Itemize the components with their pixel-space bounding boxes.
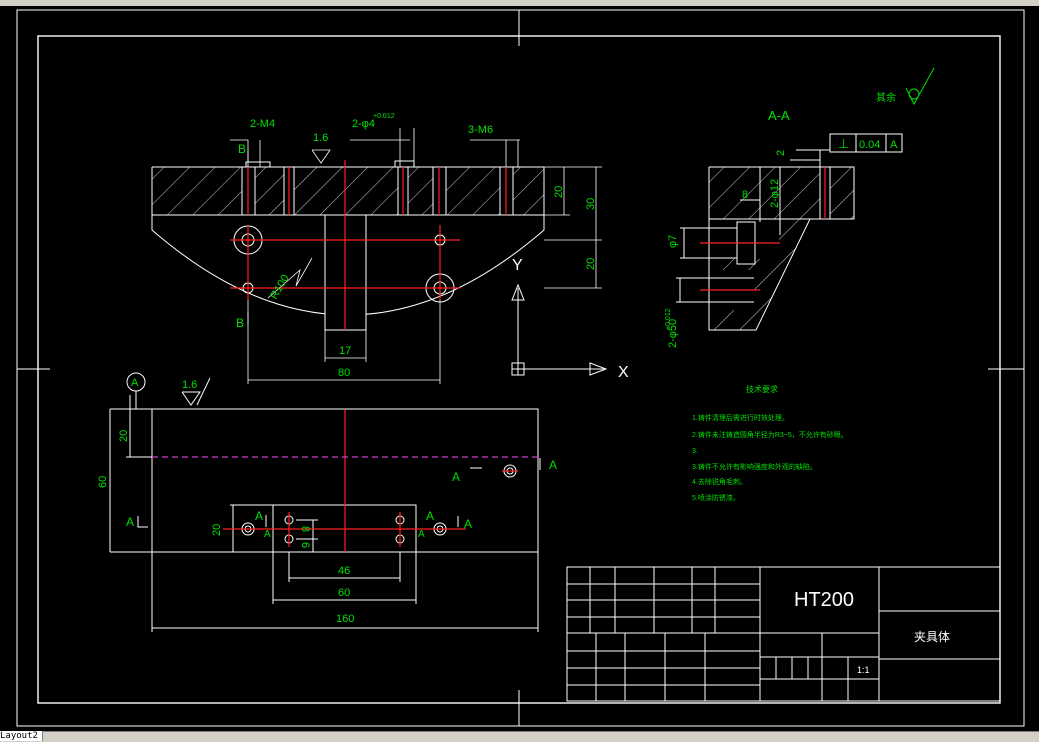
dim-2: 2 bbox=[775, 150, 787, 156]
section-mark-mid-right: A bbox=[464, 517, 472, 531]
top-view-hatch bbox=[152, 167, 544, 215]
dim-2phi4: 2-φ4 bbox=[352, 118, 375, 130]
tolerance-datum: A bbox=[890, 139, 898, 151]
dim-front-8: 8 bbox=[299, 526, 311, 532]
section-mark-a1: A bbox=[255, 509, 263, 523]
label-b-top: B bbox=[238, 142, 246, 156]
part-name: 夹具体 bbox=[914, 630, 950, 644]
ucs-x-label: X bbox=[618, 364, 629, 381]
dim-20b: 20 bbox=[585, 258, 597, 270]
dim-2phi12: 2-φ12 bbox=[769, 179, 781, 208]
dim-r100: R100 bbox=[268, 273, 292, 302]
dim-8: 8 bbox=[742, 189, 748, 201]
tolerance-symbol: ⊥ bbox=[838, 136, 849, 151]
dim-30: 30 bbox=[585, 198, 597, 210]
ucs-y-label: Y bbox=[512, 257, 523, 274]
tab-layout2[interactable]: Layout2 bbox=[0, 731, 43, 741]
section-mark-a4: A bbox=[418, 529, 425, 540]
front-view: A 1.6 20 60 20 8 6 46 60 160 A A A A A A… bbox=[97, 372, 557, 632]
dim-front-60: 60 bbox=[338, 587, 350, 599]
roughness-front: 1.6 bbox=[182, 379, 197, 391]
dim-front-20b: 20 bbox=[211, 524, 223, 536]
section-mark-left: A bbox=[126, 515, 134, 529]
dim-3m6: 3-M6 bbox=[468, 124, 493, 136]
section-mark-right: A bbox=[549, 458, 557, 472]
technical-notes: 技术要求 1.铸件清理后需进行时效处理。 2.铸件未注铸造圆角半径为R3~5，不… bbox=[692, 384, 848, 502]
section-mark-a2: A bbox=[264, 529, 271, 540]
drawing-canvas[interactable]: 2-M4 2-φ4 +0.012 3-M6 1.6 B B 20 30 20 R… bbox=[0, 6, 1039, 731]
dim-front-46: 46 bbox=[338, 565, 350, 577]
dim-2phi50: 2-φ50 bbox=[667, 319, 679, 348]
ucs-icon bbox=[511, 283, 608, 376]
material-label: HT200 bbox=[794, 589, 854, 611]
scale-label: 1:1 bbox=[857, 665, 870, 675]
note-item: 4.去除锐角毛刺。 bbox=[692, 477, 747, 486]
section-mark-mid-left: A bbox=[452, 470, 460, 484]
note-item: 3. bbox=[692, 448, 698, 455]
centering-marks bbox=[17, 10, 1024, 726]
dim-front-60v: 60 bbox=[97, 476, 109, 488]
note-item: 1.铸件清理后需进行时效处理。 bbox=[692, 413, 789, 422]
paper-border bbox=[16, 9, 1025, 727]
tolerance-value: 0.04 bbox=[859, 139, 880, 151]
dim-2phi50-tol: +0.012 bbox=[665, 308, 672, 330]
dim-front-20: 20 bbox=[118, 430, 130, 442]
title-strip bbox=[0, 0, 1039, 6]
dim-phi7: φ7 bbox=[667, 235, 679, 248]
dim-front-6: 6 bbox=[299, 542, 311, 548]
dim-2phi4-tol: +0.012 bbox=[373, 113, 395, 120]
surface-finish-symbol bbox=[905, 67, 935, 106]
dim-2m4: 2-M4 bbox=[250, 118, 275, 130]
dim-80: 80 bbox=[338, 367, 350, 379]
note-item: 3.铸件不允许有影响强度和外观的缺陷。 bbox=[692, 462, 817, 471]
datum-a-symbol: A bbox=[131, 377, 139, 389]
title-block bbox=[566, 566, 1001, 702]
label-b-bottom: B bbox=[236, 316, 244, 330]
surface-label: 其余 bbox=[876, 91, 896, 104]
layout-tab-bar: Layout2 bbox=[0, 731, 1039, 742]
dim-20a: 20 bbox=[553, 186, 565, 198]
section-mark-a3: A bbox=[426, 509, 434, 523]
note-item: 5.喷涂防锈漆。 bbox=[692, 493, 740, 502]
note-item: 2.铸件未注铸造圆角半径为R3~5，不允许有砂眼。 bbox=[692, 430, 848, 439]
top-view: 2-M4 2-φ4 +0.012 3-M6 1.6 B B 20 30 20 R… bbox=[151, 113, 602, 384]
roughness-top: 1.6 bbox=[313, 132, 328, 144]
notes-title: 技术要求 bbox=[746, 384, 778, 394]
dim-front-160: 160 bbox=[336, 613, 354, 625]
section-title: A-A bbox=[768, 108, 790, 123]
section-view: A-A 2 ⊥ 0.04 A 8 2-φ12 φ7 2-φ50 +0.012 其… bbox=[665, 67, 935, 348]
dim-17: 17 bbox=[339, 345, 351, 357]
